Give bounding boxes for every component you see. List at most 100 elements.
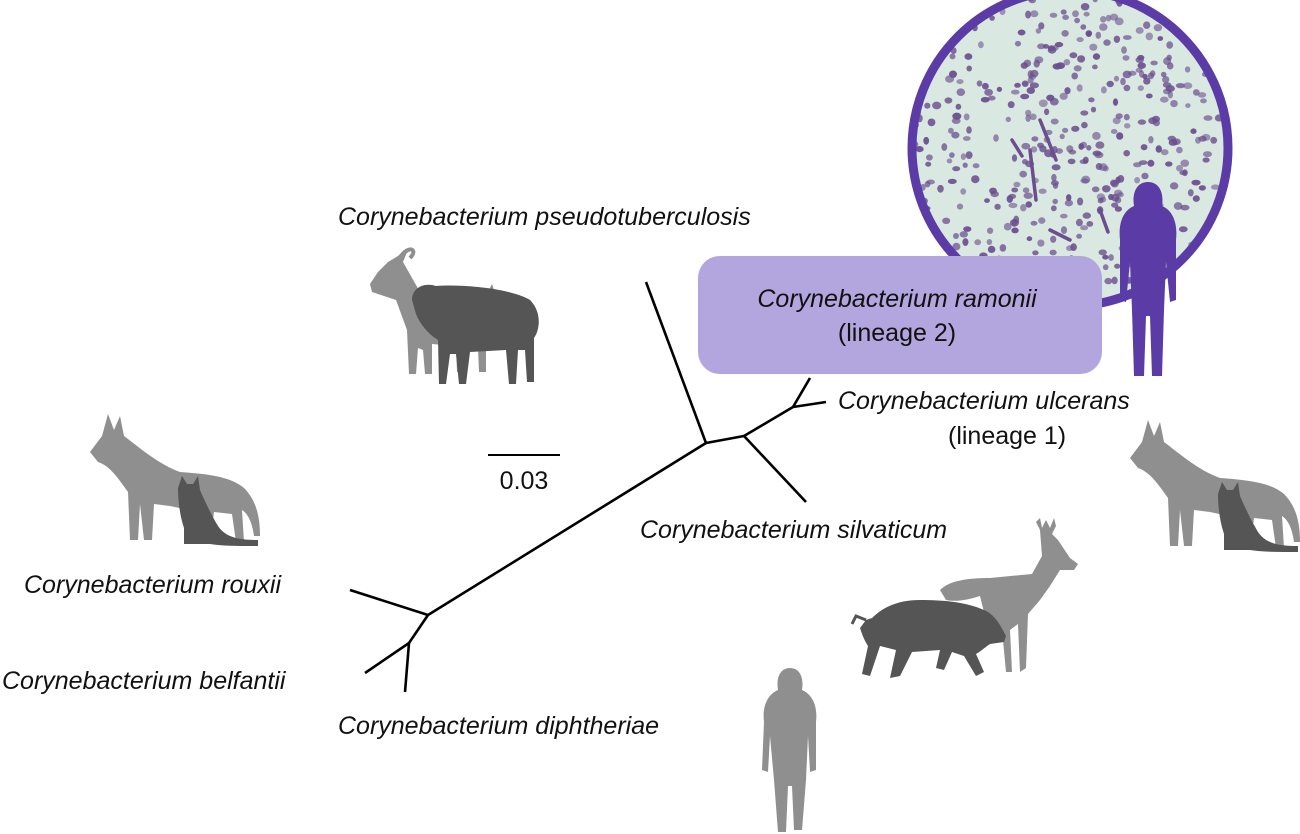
bacterium-cell: [1062, 14, 1069, 20]
bacterium-cell: [1095, 31, 1102, 39]
bacterium-cell: [1029, 82, 1039, 89]
bacterium-cell: [1027, 76, 1034, 84]
bacterium-cell: [932, 101, 942, 110]
bacterium-cell: [1210, 184, 1221, 190]
bacterium-cell: [1032, 250, 1039, 256]
bacterium-cell: [926, 154, 933, 161]
bacterium-cell: [962, 238, 969, 247]
bacterium-cell: [965, 151, 973, 160]
bacterium-cell: [925, 161, 932, 167]
human-grey-icon: [762, 668, 817, 832]
bacterium-cell: [984, 198, 990, 204]
bacterium-cell: [1192, 195, 1200, 202]
bacterium-cell: [956, 79, 964, 85]
bacterium-cell: [1108, 254, 1114, 261]
label-ramonii: Corynebacterium ramonii: [757, 285, 1037, 313]
bacterium-cell: [1114, 17, 1124, 26]
bacterium-cell: [1038, 22, 1045, 30]
bacterium-cell: [956, 203, 964, 210]
bacterium-cell: [1183, 82, 1193, 89]
bacterium-cell: [960, 188, 967, 195]
bacterium-cell: [1121, 46, 1127, 54]
bacterium-cell: [1128, 70, 1137, 76]
bacterium-cell: [1089, 43, 1098, 51]
bacterium-cell: [1157, 36, 1164, 41]
bacterium-cell: [1011, 187, 1019, 193]
bacterium-cell: [1092, 131, 1101, 140]
bacterium-cell: [1028, 0, 1036, 4]
bacterium-rod: [1038, 118, 1058, 162]
bacterium-cell: [1026, 236, 1033, 242]
bacterium-cell: [1102, 264, 1109, 271]
bacterium-cell: [1191, 179, 1201, 186]
bacterium-cell: [1022, 187, 1030, 193]
bacterium-cell: [1123, 150, 1130, 157]
bacterium-cell: [1170, 100, 1178, 108]
branch-belfantii: [364, 641, 410, 675]
bacterium-cell: [1210, 136, 1218, 144]
bacterium-cell: [948, 127, 954, 134]
bacterium-cell: [1092, 0, 1098, 3]
branch-internal-diphtheriae-group: [407, 614, 430, 644]
branch-ramonii: [791, 377, 812, 408]
branch-internal-main: [427, 441, 707, 617]
bacterium-cell: [1162, 82, 1172, 88]
bacterium-cell: [1021, 142, 1031, 150]
bacterium-cell: [1082, 156, 1089, 164]
bacterium-cell: [972, 163, 980, 169]
bacterium-cell: [984, 88, 993, 96]
bacterium-cell: [1160, 96, 1169, 103]
bacterium-cell: [1080, 141, 1087, 149]
bacterium-rod: [1028, 148, 1038, 202]
bacterium-cell: [941, 143, 948, 151]
ramonii-highlight-box: [698, 256, 1102, 374]
bacterium-cell: [1098, 249, 1107, 256]
bacterium-cell: [1044, 108, 1050, 116]
bacterium-rod: [1098, 208, 1110, 234]
bacterium-cell: [974, 239, 982, 246]
bacterium-cell: [1064, 87, 1071, 95]
bacterium-cell: [1020, 93, 1030, 100]
label-belfantii: Corynebacterium belfantii: [2, 667, 286, 695]
bacterium-cell: [976, 80, 983, 87]
bacterium-cell: [947, 178, 957, 184]
bacterium-cell: [1086, 221, 1094, 227]
bacterium-cell: [1007, 101, 1015, 109]
bacterium-cell: [1039, 145, 1047, 153]
bacterium-cell: [1113, 75, 1120, 82]
bacterium-cell: [1060, 9, 1067, 15]
bacterium-cell: [1114, 263, 1121, 269]
bacterium-cell: [1112, 98, 1119, 106]
bacterium-cell: [1180, 204, 1190, 211]
scale-bar: [488, 454, 560, 456]
bacterium-cell: [1162, 76, 1170, 84]
bacterium-cell: [1099, 196, 1107, 203]
bacterium-cell: [1077, 197, 1084, 206]
bacterium-cell: [989, 15, 995, 21]
bacterium-cell: [944, 97, 953, 104]
bacterium-cell: [1198, 135, 1207, 142]
bacterium-cell: [1137, 54, 1145, 61]
bacterium-cell: [1052, 63, 1062, 70]
bacterium-cell: [1074, 17, 1080, 24]
bacterium-cell: [1086, 145, 1092, 151]
bacterium-cell: [1062, 127, 1069, 133]
bacterium-cell: [1047, 45, 1055, 52]
bacterium-cell: [1198, 185, 1206, 191]
bacterium-cell: [1167, 91, 1173, 99]
bacterium-cell: [966, 126, 972, 134]
bacterium-cell: [1050, 180, 1059, 186]
bacterium-cell: [1135, 67, 1143, 73]
bacterium-cell: [1033, 59, 1040, 68]
bacterium-cell: [1152, 115, 1160, 123]
bacterium-rod: [1010, 138, 1024, 158]
bacterium-cell: [1022, 159, 1028, 165]
bacterium-cell: [1184, 66, 1191, 73]
bacterium-cell: [1030, 146, 1038, 153]
bacterium-cell: [1077, 55, 1086, 63]
bacterium-cell: [1176, 146, 1183, 154]
bacterium-cell: [1064, 199, 1073, 207]
bacterium-cell: [1110, 129, 1118, 134]
bacterium-cell: [963, 113, 970, 121]
bacterium-cell: [1141, 172, 1149, 180]
